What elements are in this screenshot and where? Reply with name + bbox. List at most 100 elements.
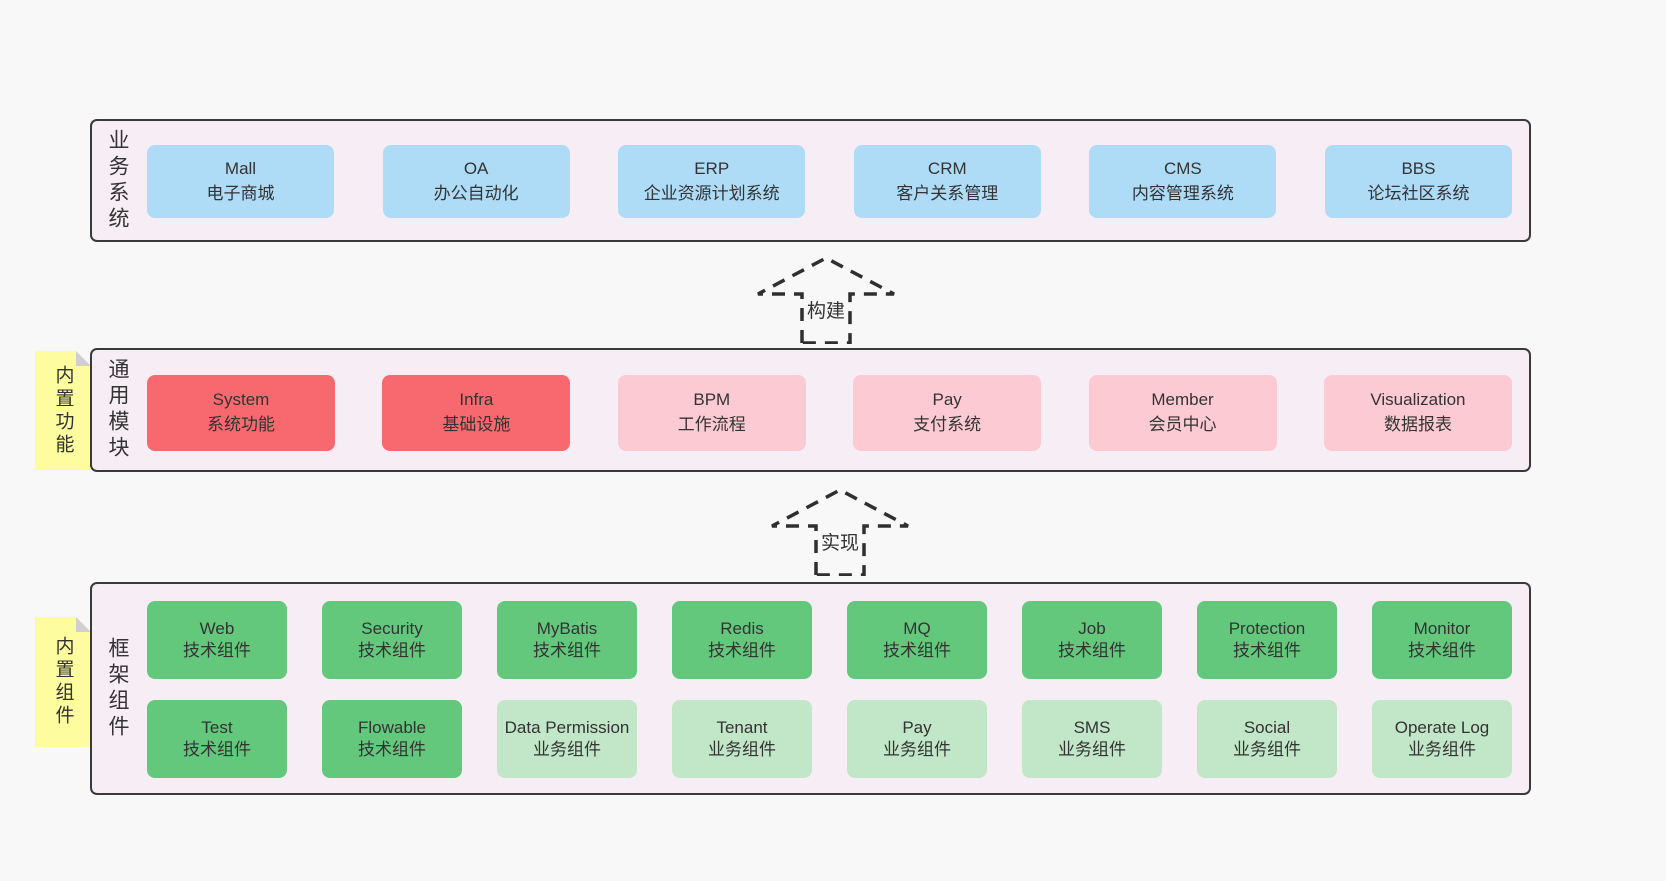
box-erp: ERP 企业资源计划系统: [618, 145, 806, 218]
box-title: Job: [1078, 618, 1106, 638]
box-title: System: [212, 390, 270, 410]
box-title: Monitor: [1413, 618, 1471, 638]
box-title: BPM: [693, 390, 731, 410]
box-subtitle: 技术组件: [358, 740, 426, 759]
box-title: Redis: [720, 618, 764, 638]
box-subtitle: 客户关系管理: [896, 183, 999, 203]
box-title: Operate Log: [1394, 717, 1490, 737]
folded-corner-icon: [76, 351, 91, 366]
box-operate-log: Operate Log 业务组件: [1372, 700, 1512, 778]
sticky-tab-label: 内置功能: [52, 364, 74, 457]
box-sms: SMS 业务组件: [1022, 700, 1162, 778]
up-arrow-icon: [771, 488, 909, 576]
box-title: Protection: [1228, 618, 1306, 638]
box-data-permission: Data Permission 业务组件: [497, 700, 637, 778]
up-arrow-icon: [757, 256, 895, 344]
box-title: MQ: [903, 618, 931, 638]
box-title: CRM: [927, 158, 967, 178]
box-test: Test 技术组件: [147, 700, 287, 778]
box-subtitle: 技术组件: [1408, 641, 1476, 660]
box-flowable: Flowable 技术组件: [322, 700, 462, 778]
box-monitor: Monitor 技术组件: [1372, 601, 1512, 679]
panel-framework-components: 框架组件 Web 技术组件 Security 技术组件 MyBatis 技术组件…: [90, 582, 1531, 795]
box-web: Web 技术组件: [147, 601, 287, 679]
box-cms: CMS 内容管理系统: [1089, 145, 1277, 218]
arrow-build-label: 构建: [803, 296, 849, 323]
arrow-implement-label: 实现: [817, 528, 863, 555]
box-title: SMS: [1073, 717, 1111, 737]
folded-corner-icon: [76, 617, 91, 632]
box-subtitle: 内容管理系统: [1131, 183, 1234, 203]
box-subtitle: 论坛社区系统: [1367, 183, 1470, 203]
box-pay-component: Pay 业务组件: [847, 700, 987, 778]
box-subtitle: 技术组件: [1058, 641, 1126, 660]
box-system: System 系统功能: [147, 375, 335, 451]
box-subtitle: 电子商城: [206, 183, 275, 203]
box-mq: MQ 技术组件: [847, 601, 987, 679]
box-title: Test: [201, 717, 233, 737]
box-member: Member 会员中心: [1088, 375, 1277, 451]
sticky-tab-built-in-components: 内置组件: [35, 617, 91, 747]
box-title: Security: [361, 618, 423, 638]
box-subtitle: 技术组件: [1233, 641, 1301, 660]
box-bpm: BPM 工作流程: [617, 375, 806, 451]
components-box-row-2: Test 技术组件 Flowable 技术组件 Data Permission …: [147, 700, 1512, 778]
sticky-tab-label: 内置组件: [52, 636, 74, 728]
box-mybatis: MyBatis 技术组件: [497, 601, 637, 679]
box-title: Web: [199, 618, 235, 638]
box-oa: OA 办公自动化: [382, 145, 570, 218]
box-title: Social: [1243, 717, 1291, 737]
box-title: Pay: [902, 717, 932, 737]
box-social: Social 业务组件: [1197, 700, 1337, 778]
box-subtitle: 办公自动化: [433, 183, 519, 203]
box-title: ERP: [694, 158, 730, 178]
box-visualization: Visualization 数据报表: [1323, 375, 1512, 451]
box-security: Security 技术组件: [322, 601, 462, 679]
box-title: Member: [1151, 390, 1214, 410]
box-title: BBS: [1401, 158, 1436, 178]
box-subtitle: 基础设施: [442, 415, 511, 434]
box-crm: CRM 客户关系管理: [853, 145, 1041, 218]
box-tenant: Tenant 业务组件: [672, 700, 812, 778]
panel-modules-label: 通用模块: [106, 358, 129, 462]
box-subtitle: 业务组件: [1408, 740, 1476, 759]
arrow-up-build: 构建: [756, 256, 896, 344]
box-subtitle: 业务组件: [1058, 740, 1126, 759]
box-subtitle: 技术组件: [358, 641, 426, 660]
box-title: Infra: [459, 390, 494, 410]
box-title: CMS: [1163, 158, 1202, 178]
box-subtitle: 业务组件: [708, 740, 776, 759]
box-title: Data Permission: [504, 717, 630, 737]
box-job: Job 技术组件: [1022, 601, 1162, 679]
box-subtitle: 业务组件: [1233, 740, 1301, 759]
box-subtitle: 技术组件: [883, 641, 951, 660]
box-subtitle: 支付系统: [913, 415, 982, 434]
box-subtitle: 工作流程: [677, 415, 746, 434]
box-title: OA: [463, 158, 489, 178]
box-mall: Mall 电子商城: [147, 145, 334, 218]
box-subtitle: 技术组件: [708, 641, 776, 660]
box-pay-module: Pay 支付系统: [853, 375, 1042, 451]
box-subtitle: 数据报表: [1383, 415, 1452, 434]
box-bbs: BBS 论坛社区系统: [1324, 145, 1512, 218]
panel-components-label: 框架组件: [106, 636, 129, 741]
box-subtitle: 技术组件: [533, 641, 601, 660]
panel-business-systems: 业务系统 Mall 电子商城 OA 办公自动化 ERP 企业资源计划系统 CRM…: [90, 119, 1531, 242]
components-box-row-1: Web 技术组件 Security 技术组件 MyBatis 技术组件 Redi…: [147, 601, 1512, 679]
modules-box-row: System 系统功能 Infra 基础设施 BPM 工作流程 Pay 支付系统…: [147, 375, 1512, 451]
arrow-up-implement: 实现: [770, 488, 910, 576]
box-title: MyBatis: [536, 618, 598, 638]
panel-common-modules: 通用模块 System 系统功能 Infra 基础设施 BPM 工作流程 Pay…: [90, 348, 1531, 472]
box-title: Flowable: [357, 717, 427, 737]
sticky-tab-built-in-features: 内置功能: [35, 351, 91, 470]
box-title: Tenant: [716, 717, 768, 737]
box-subtitle: 技术组件: [183, 641, 251, 660]
box-subtitle: 会员中心: [1148, 415, 1217, 434]
box-subtitle: 技术组件: [183, 740, 251, 759]
box-title: Pay: [932, 390, 962, 410]
box-title: Mall: [224, 158, 257, 178]
box-protection: Protection 技术组件: [1197, 601, 1337, 679]
box-subtitle: 系统功能: [207, 415, 275, 434]
panel-business-label: 业务系统: [106, 128, 129, 233]
